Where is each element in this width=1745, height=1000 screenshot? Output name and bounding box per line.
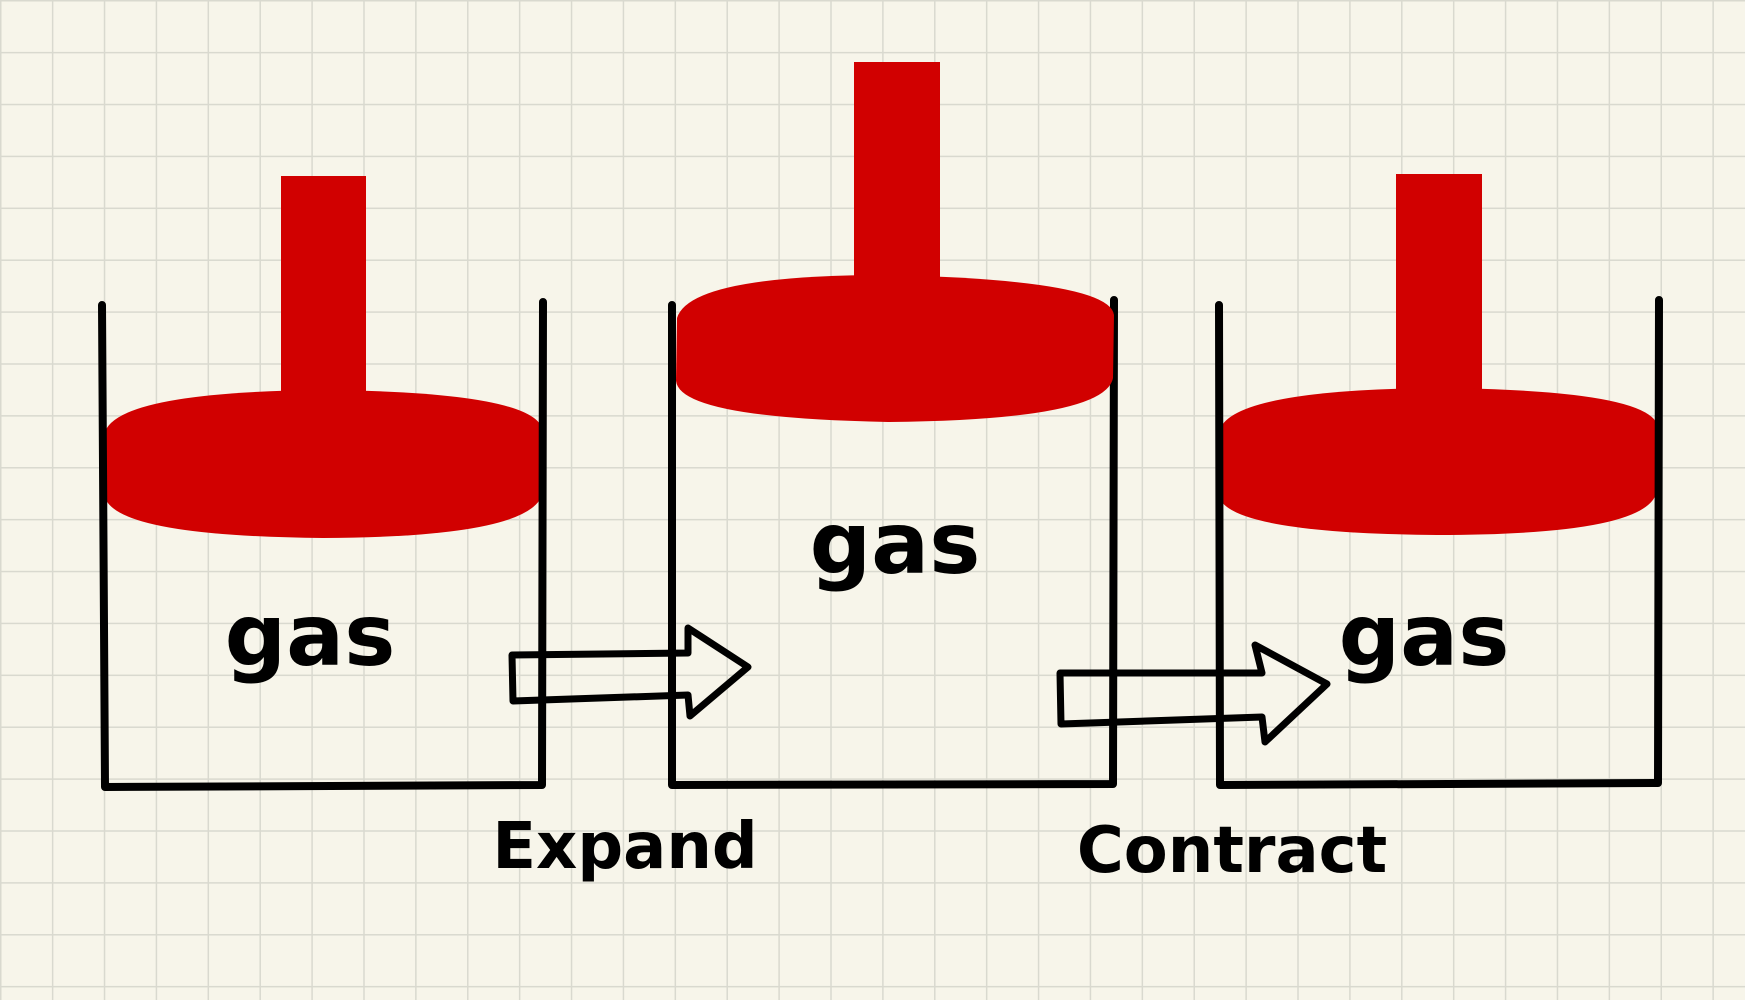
cylinder-3: gas — [1215, 174, 1663, 789]
cylinder-walls-3 — [1215, 296, 1663, 789]
piston-rod-3 — [1396, 174, 1482, 414]
expand-arrow-shape — [508, 624, 752, 720]
piston-head-3 — [1218, 388, 1658, 535]
cylinder-1: gas — [98, 176, 547, 791]
contract-label: Contract — [1077, 814, 1387, 888]
piston-rod-1 — [281, 176, 366, 416]
piston-head-1 — [104, 390, 543, 538]
piston-rod-2 — [854, 62, 940, 312]
cylinder-walls-2 — [668, 296, 1118, 789]
expand-arrow: Expand — [492, 624, 758, 884]
contract-arrow: Contract — [1056, 641, 1387, 888]
contract-arrow-shape — [1056, 641, 1331, 746]
gas-label-1: gas — [225, 586, 396, 686]
cylinder-2: gas — [668, 62, 1118, 789]
piston-head-2 — [676, 275, 1114, 422]
cylinder-walls-1 — [98, 298, 547, 791]
expand-label: Expand — [492, 810, 757, 884]
gas-label-2: gas — [810, 494, 981, 594]
gas-label-3: gas — [1339, 586, 1510, 686]
